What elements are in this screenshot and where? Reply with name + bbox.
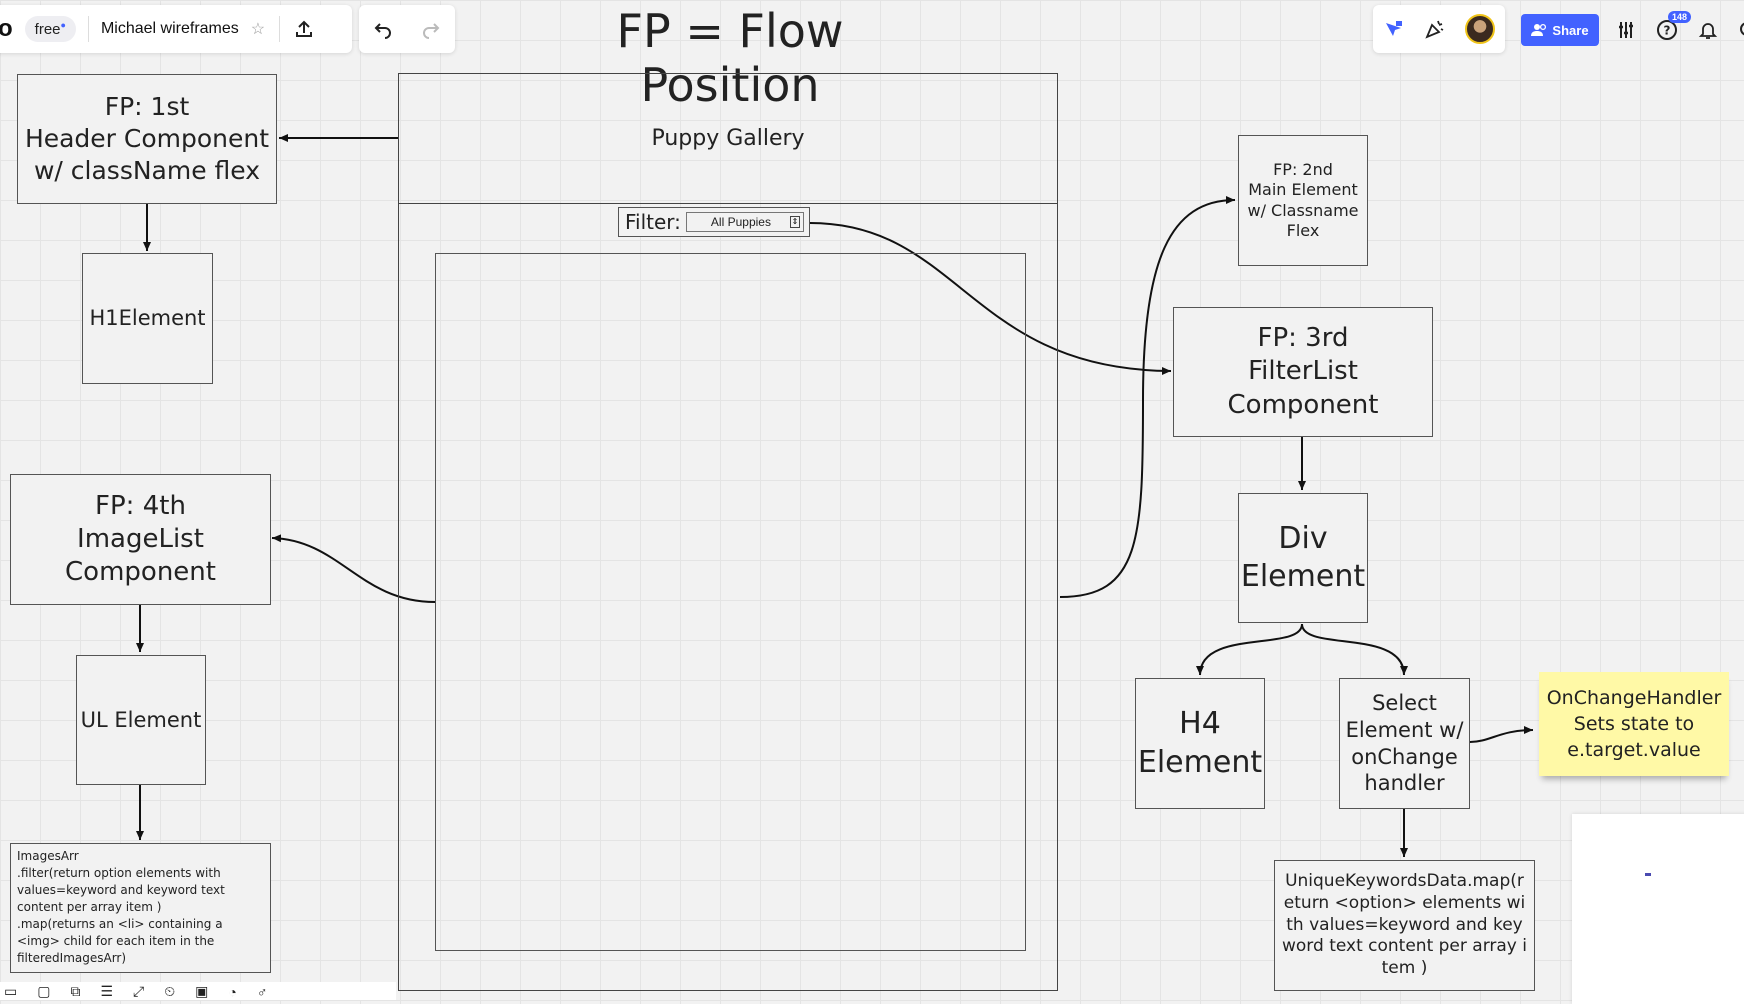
search-icon[interactable] bbox=[1738, 20, 1744, 40]
arrow-div-to-h4 bbox=[1196, 623, 1303, 676]
minimap-panel[interactable] bbox=[1572, 814, 1744, 1004]
share-button[interactable]: Share bbox=[1521, 14, 1599, 46]
right-tools: ? 148 bbox=[1610, 11, 1744, 46]
toolbar-divider bbox=[279, 16, 281, 42]
share-people-icon bbox=[1531, 23, 1547, 37]
settings-sliders-icon[interactable] bbox=[1616, 20, 1636, 40]
sticky-note[interactable]: OnChangeHandler Sets state to e.target.v… bbox=[1539, 672, 1729, 776]
wireframe-gallery-area[interactable] bbox=[435, 253, 1026, 951]
undo-icon[interactable] bbox=[373, 19, 393, 39]
clock-icon[interactable]: ◔ bbox=[228, 984, 237, 1000]
frames-icon[interactable]: ▭ bbox=[4, 983, 18, 999]
expand-icon[interactable]: ⤢ bbox=[133, 983, 145, 999]
h4-element-box[interactable]: H4 Element bbox=[1135, 678, 1265, 809]
timer-icon[interactable]: ⏲ bbox=[164, 983, 176, 999]
notification-count-badge: 148 bbox=[1668, 11, 1692, 23]
main-element-box[interactable]: FP: 2nd Main Element w/ Classname Flex bbox=[1238, 135, 1368, 266]
header-component-box[interactable]: FP: 1st Header Component w/ className fl… bbox=[17, 74, 277, 204]
arrow-select-to-sticky bbox=[1469, 726, 1534, 743]
select-arrow-icon: ⇕ bbox=[789, 216, 800, 228]
comments-icon[interactable]: ▢ bbox=[37, 983, 51, 999]
svg-text:?: ? bbox=[1664, 24, 1671, 38]
history-panel bbox=[359, 5, 455, 53]
help-icon[interactable]: ? 148 bbox=[1656, 11, 1692, 41]
video-icon[interactable]: ▣ bbox=[195, 983, 209, 999]
select-element-box[interactable]: Select Element w/ onChange handler bbox=[1339, 678, 1470, 809]
wireframe-header-text: Puppy Gallery bbox=[651, 125, 805, 151]
h1-element-box[interactable]: H1Element bbox=[82, 253, 213, 384]
filter-select[interactable]: All Puppies ⇕ bbox=[685, 212, 804, 232]
board-info-panel: o free● Michael wireframes ☆ bbox=[0, 5, 352, 53]
cards-icon[interactable]: ⧉ bbox=[70, 983, 81, 999]
like-icon[interactable]: ♂ bbox=[256, 984, 268, 1000]
board-name[interactable]: Michael wireframes bbox=[100, 20, 239, 37]
bell-icon[interactable] bbox=[1698, 20, 1718, 40]
ul-element-box[interactable]: UL Element bbox=[76, 655, 206, 785]
bottom-toolbar[interactable]: ▭ ▢ ⧉ ☰ ⤢ ⏲ ▣ ◔ ♂ bbox=[0, 982, 396, 1000]
toolbar-divider bbox=[87, 16, 89, 42]
wireframe-frame[interactable] bbox=[398, 73, 1058, 991]
export-icon[interactable] bbox=[294, 19, 314, 39]
div-element-box[interactable]: Div Element bbox=[1238, 493, 1368, 623]
app-logo[interactable]: o bbox=[0, 15, 13, 42]
plan-badge-label: free bbox=[34, 21, 61, 38]
filter-select-value: All Puppies bbox=[710, 215, 771, 229]
celebrate-icon[interactable] bbox=[1424, 18, 1446, 40]
share-label: Share bbox=[1552, 22, 1589, 38]
minimap-viewport-indicator bbox=[1645, 873, 1651, 876]
list-icon[interactable]: ☰ bbox=[100, 983, 114, 999]
filterlist-component-box[interactable]: FP: 3rd FilterList Component bbox=[1173, 307, 1433, 437]
unique-keywords-box[interactable]: UniqueKeywordsData.map(return <option> e… bbox=[1274, 860, 1535, 991]
avatar[interactable] bbox=[1465, 14, 1496, 44]
redo-icon[interactable] bbox=[421, 19, 441, 39]
wireframe-header[interactable]: Puppy Gallery bbox=[398, 73, 1058, 204]
star-icon[interactable]: ☆ bbox=[250, 21, 266, 38]
images-arr-code-box[interactable]: ImagesArr .filter(return option elements… bbox=[10, 843, 271, 973]
wireframe-filter[interactable]: Filter: All Puppies ⇕ bbox=[618, 207, 810, 237]
imagelist-component-box[interactable]: FP: 4th ImageList Component bbox=[10, 474, 271, 605]
filter-label: Filter: bbox=[625, 210, 681, 234]
cursor-flag-icon[interactable] bbox=[1383, 18, 1405, 40]
arrow-div-to-select bbox=[1301, 623, 1408, 676]
canvas-title[interactable]: FP = Flow Position bbox=[616, 4, 844, 112]
plan-badge[interactable]: free● bbox=[24, 16, 76, 42]
collab-panel bbox=[1373, 5, 1505, 53]
